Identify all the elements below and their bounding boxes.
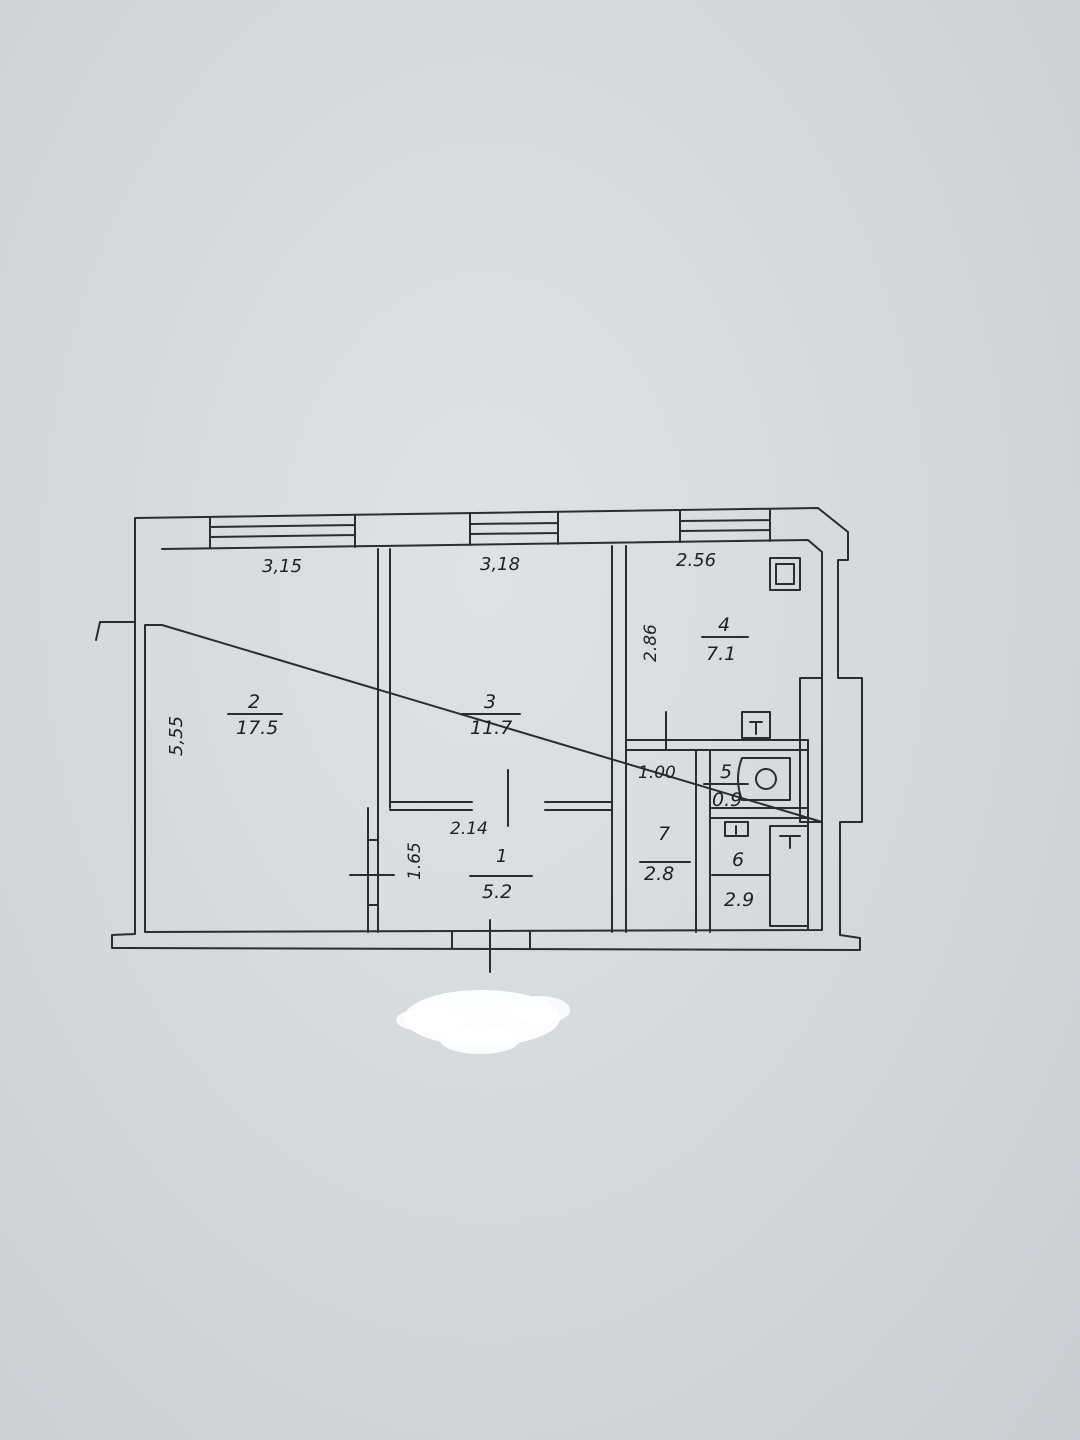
room-4-area: 7.1 (706, 643, 736, 665)
bath-tap-icon (779, 835, 801, 849)
room-1-number: 1 (496, 846, 507, 867)
dim-width-room1: 2.14 (450, 819, 488, 839)
room-7-number: 7 (658, 823, 670, 845)
dim-width-room3: 3,18 (480, 554, 520, 575)
riser-shaft (799, 677, 823, 823)
stove-icon (769, 557, 801, 591)
dim-width-room2: 3,15 (262, 556, 302, 577)
room-1-area: 5.2 (482, 881, 512, 903)
kitchen-sink-icon (741, 711, 771, 739)
redaction-smudge (396, 990, 570, 1054)
wall-room3-room1 (389, 801, 613, 811)
room-2-area: 17.5 (236, 717, 278, 739)
room-6-area: 2.9 (724, 889, 754, 911)
room-4-number: 4 (718, 614, 730, 636)
stove-burners-icon (775, 563, 795, 585)
outer-wall (111, 507, 863, 951)
toilet-bowl-icon (755, 768, 777, 790)
dim-height-left: 5,55 (166, 716, 187, 756)
left-balcony-stub (95, 597, 136, 641)
bath-sink-icon (724, 821, 749, 837)
wall-room2-room3 (377, 548, 391, 933)
window-room3 (469, 512, 559, 546)
dim-corridor: 1.00 (638, 763, 676, 783)
wall-bath-left (695, 749, 711, 933)
room-7-area: 2.8 (644, 863, 674, 885)
room-3-area: 11.7 (470, 717, 512, 739)
room-5-number: 5 (720, 761, 732, 783)
wall-room1-left-door (367, 807, 379, 933)
dim-height-room4: 2.86 (641, 624, 661, 662)
wall-kitchen-bottom (625, 739, 809, 751)
entrance-door (451, 919, 531, 973)
room-5-area: 0.9 (712, 789, 742, 811)
window-room4 (679, 509, 771, 543)
dim-height-room1: 1.65 (405, 842, 425, 880)
wall-bath-mid (709, 807, 809, 819)
room-2-number: 2 (248, 691, 260, 713)
dim-width-room4: 2.56 (676, 550, 716, 571)
room-6-number: 6 (732, 849, 744, 871)
toilet-icon (737, 757, 791, 801)
window-room2 (209, 515, 356, 549)
room-3-number: 3 (484, 691, 496, 713)
inner-wall (144, 539, 823, 933)
wall-room3-room4 (611, 545, 627, 933)
